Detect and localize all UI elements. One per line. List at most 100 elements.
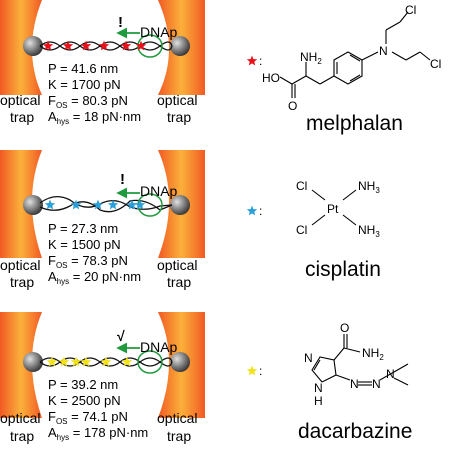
trap-right-label-2: trap [167,274,191,290]
mel-n: N [379,44,388,58]
dac-n-ring: N [304,351,313,365]
mel-cl1: Cl [405,3,416,17]
adduct-star [62,40,74,51]
right-bead [170,36,190,56]
adduct-star [46,356,58,367]
adduct-star [42,40,54,51]
dnap-label: DNAp [140,24,178,40]
left-trap-beam [0,312,42,418]
adduct-star [134,199,146,210]
trap-left-label: optical [0,257,40,273]
adduct-star [80,356,92,367]
trap-right-label: optical [157,410,197,426]
melphalan-structure [279,11,431,98]
drug-name-melphalan: melphalan [306,112,403,135]
dnap-label: DNAp [140,339,178,355]
param-Ahys: Ahys = 178 pN·nm [48,425,148,442]
trap-left-label-2: trap [10,109,34,125]
adduct-star [98,40,110,51]
panel-cisplatin: DNAp ! P = 27.3 nm K = 1500 pN FOS = 78.… [0,150,205,290]
adduct-star [58,356,70,367]
dna-strand-a [39,41,173,51]
adduct-star [126,199,138,210]
adduct-star [70,199,82,210]
param-K: K = 2500 pN [48,393,121,408]
panel-melphalan: DNAp ! P = 41.6 nm K = 1700 pN FOS = 80.… [0,0,205,126]
trap-left-label-2: trap [10,428,34,444]
legend-star-dacarbazine [246,365,258,376]
mel-cl2: Cl [430,57,441,71]
adduct-star [246,365,258,376]
legend-star-cisplatin [246,205,258,216]
param-Ahys: Ahys = 20 pN·nm [48,269,141,286]
legend-star-melphalan [246,55,258,66]
mel-ho: HO [262,71,280,85]
param-P: P = 39.2 nm [48,377,118,392]
right-bead [170,195,190,215]
status-mark: ! [118,14,123,31]
mel-nh2: NH2 [300,50,322,66]
trap-right-label: optical [157,92,197,108]
dac-n-b: N [372,377,381,391]
adduct-star [92,199,104,210]
dna-strand-b [39,41,173,51]
drug-name-cisplatin: cisplatin [305,258,381,281]
dac-n-c: N [386,367,395,381]
adduct-star [135,40,147,51]
status-mark: ! [120,171,125,188]
adduct-star [44,199,56,210]
dac-o: O [340,321,349,335]
legend-colon: : [259,54,262,68]
param-Fos: FOS = 80.3 pN [48,93,128,110]
dac-nh2: NH2 [362,346,384,362]
panel-dacarbazine: DNAp √ P = 39.2 nm K = 2500 pN FOS = 74.… [0,312,205,444]
left-bead [23,36,43,56]
trap-left-label: optical [0,92,40,108]
adduct-star [70,356,82,367]
param-P: P = 41.6 nm [48,61,118,76]
legend-colon: : [259,204,262,218]
adduct-star [120,40,132,51]
adduct-stars [42,40,147,51]
cis-cl1: Cl [296,179,307,193]
dac-h-ring: H [314,394,323,408]
left-bead [23,195,43,215]
dnap-label: DNAp [140,183,178,199]
right-bead [170,352,190,372]
cis-nh3a: NH3 [358,179,380,195]
adduct-star [107,199,119,210]
param-P: P = 27.3 nm [48,221,118,236]
trap-right-label-2: trap [167,428,191,444]
dacarbazine-structure [311,334,409,386]
adduct-star [100,356,112,367]
cis-cl2: Cl [296,223,307,237]
dac-n-a: N [350,377,359,391]
param-Fos: FOS = 78.3 pN [48,253,128,270]
adduct-star [121,356,133,367]
adduct-star [246,55,258,66]
adduct-stars [46,356,133,367]
trap-left-label-2: trap [10,274,34,290]
param-Fos: FOS = 74.1 pN [48,409,128,426]
trap-right-label-2: trap [167,109,191,125]
left-bead [23,352,43,372]
cisplatin-structure [311,189,357,226]
status-mark: √ [117,328,125,344]
dna-strand-b [39,199,173,213]
param-K: K = 1500 pN [48,237,121,252]
dac-nh-ring: N [314,381,323,395]
cis-nh3b: NH3 [358,223,380,239]
cis-pt: Pt [327,202,339,216]
mel-o: O [288,99,297,113]
trap-right-label: optical [157,257,197,273]
trap-left-label: optical [0,410,40,426]
left-trap-beam [0,0,42,95]
left-trap-beam [0,150,42,258]
param-Ahys: Ahys = 18 pN·nm [48,109,141,126]
adduct-star [80,40,92,51]
legend-colon: : [259,364,262,378]
adduct-stars [44,199,146,210]
param-K: K = 1700 pN [48,77,121,92]
drug-name-dacarbazine: dacarbazine [298,420,412,443]
